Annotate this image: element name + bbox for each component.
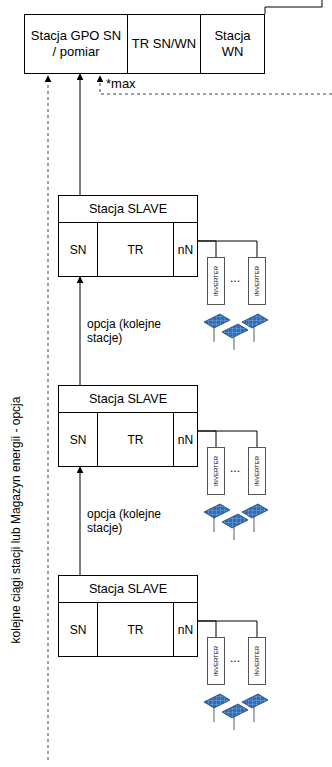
station-label: Stacja WN xyxy=(204,28,261,60)
solar-panels xyxy=(204,694,268,730)
edge-label: opcja (kolejne stacje) xyxy=(87,317,187,345)
inverter-symbol: INVERTER xyxy=(248,257,266,305)
station-section: TR xyxy=(97,602,173,656)
inverter-symbol: INVERTER xyxy=(248,447,266,495)
section-label: TR xyxy=(128,622,144,638)
section-label: nN xyxy=(178,242,193,258)
station-section: TR xyxy=(97,222,173,276)
slave-station: Stacja SLAVE SN TR nN xyxy=(58,575,198,657)
station-section: nN xyxy=(173,602,197,656)
station-heading: Stacja SLAVE xyxy=(59,196,197,222)
inverter-symbol: INVERTER xyxy=(207,447,225,495)
inverter-symbol: INVERTER xyxy=(207,637,225,685)
station-section: SN xyxy=(59,602,97,656)
section-label: SN xyxy=(70,432,87,448)
feed-arrow xyxy=(80,277,81,385)
inverter-label: INVERTER xyxy=(213,456,220,486)
ac-wire xyxy=(197,621,216,637)
option-dashed-line xyxy=(48,76,49,760)
station-section: TR xyxy=(97,412,173,466)
section-label: SN xyxy=(70,622,87,638)
slave-station: Stacja SLAVE SN TR nN xyxy=(58,385,198,467)
inverter-label: INVERTER xyxy=(254,646,261,676)
feed-arrow xyxy=(80,467,81,575)
inverter-symbol: INVERTER xyxy=(248,637,266,685)
edge-label: opcja (kolejne stacje) xyxy=(87,507,187,535)
ac-wire xyxy=(197,241,257,257)
station-section: SN xyxy=(59,412,97,466)
station-label: Stacja GPO SN / pomiar xyxy=(28,28,124,60)
ac-wire xyxy=(197,431,216,447)
station-section: SN xyxy=(59,222,97,276)
station-box: Stacja GPO SN / pomiar xyxy=(24,14,128,74)
inverter-label: INVERTER xyxy=(213,646,220,676)
ellipsis: ... xyxy=(230,271,240,285)
max-dashed-line xyxy=(100,76,332,94)
option-note: kolejne ciągi stacji lub Magazyn energii… xyxy=(9,397,23,644)
inverter-symbol: INVERTER xyxy=(207,257,225,305)
station-section: nN xyxy=(173,222,197,276)
ac-wire xyxy=(197,431,257,447)
solar-panels xyxy=(204,314,268,350)
ac-wire xyxy=(197,241,216,257)
ac-wire xyxy=(197,621,257,637)
max-note: *max xyxy=(106,77,136,91)
station-section: nN xyxy=(173,412,197,466)
inverter-label: INVERTER xyxy=(254,456,261,486)
section-label: nN xyxy=(178,432,193,448)
section-label: TR xyxy=(128,432,144,448)
station-heading: Stacja SLAVE xyxy=(59,576,197,602)
ellipsis: ... xyxy=(230,651,240,665)
grid-line xyxy=(265,0,322,14)
feed-arrow xyxy=(80,74,81,195)
section-label: TR xyxy=(128,242,144,258)
ellipsis: ... xyxy=(230,461,240,475)
section-label: SN xyxy=(70,242,87,258)
section-label: nN xyxy=(178,622,193,638)
station-box: TR SN/WN xyxy=(127,14,201,74)
station-heading: Stacja SLAVE xyxy=(59,386,197,412)
inverter-label: INVERTER xyxy=(213,266,220,296)
slave-station: Stacja SLAVE SN TR nN xyxy=(58,195,198,277)
solar-panels xyxy=(204,504,268,540)
station-box: Stacja WN xyxy=(200,14,265,74)
inverter-label: INVERTER xyxy=(254,266,261,296)
station-label: TR SN/WN xyxy=(131,36,197,52)
